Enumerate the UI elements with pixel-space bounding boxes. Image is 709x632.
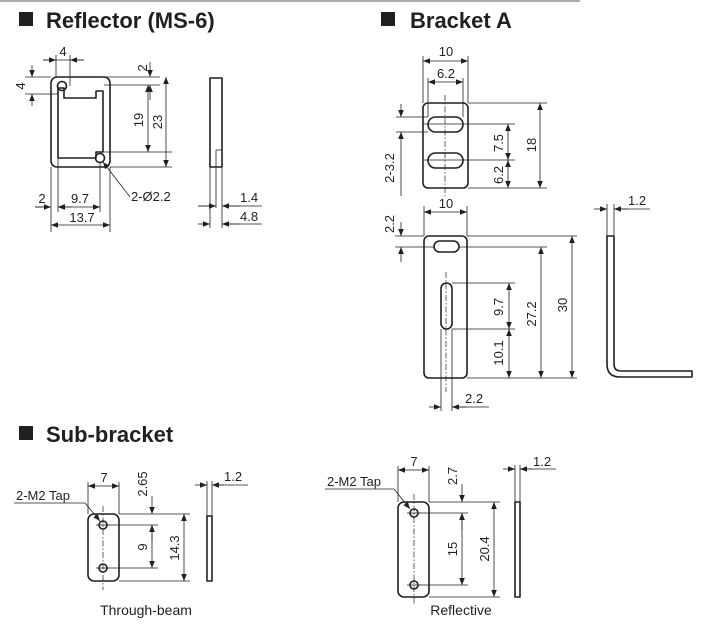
caption-through-beam: Through-beam — [100, 602, 192, 618]
bracket-a-slot-lower — [427, 152, 464, 169]
dim-reflector-outer-height: 23 — [150, 115, 165, 129]
dim-reflective-height: 20.4 — [477, 536, 492, 561]
dim-reflector-left-height: 4 — [13, 82, 28, 89]
dim-reflector-left-margin: 2 — [38, 191, 45, 206]
reflector-title: Reflector (MS-6) — [46, 8, 215, 33]
bracket-a-section: Bracket A 10 6.2 7.5 6.2 — [381, 8, 693, 411]
dim-reflector-inner-width: 9.7 — [71, 191, 89, 206]
through-beam-group: 7 2.65 9 14.3 2-M2 Tap — [14, 469, 248, 618]
reflector-hole-bottom — [94, 152, 106, 164]
reflector-hole-top — [56, 80, 68, 92]
bracket-a-slot-upper — [427, 116, 464, 133]
dim-bracket-a-front-width: 10 — [439, 44, 453, 59]
bracket-a-side-view — [423, 235, 468, 392]
dim-bracket-a-slot-width: 2-3.2 — [382, 153, 397, 183]
dim-through-beam-width: 7 — [100, 470, 107, 485]
dim-reflective-width: 7 — [410, 454, 417, 469]
dim-reflective-pitch: 15 — [445, 542, 460, 556]
bracket-a-l-profile — [606, 235, 693, 378]
reflector-front-view — [50, 76, 111, 168]
dim-reflector-side-thin: 1.4 — [240, 190, 258, 205]
dim-bracket-a-side-width: 10 — [439, 196, 453, 211]
label-reflective-tap: 2-M2 Tap — [327, 474, 381, 489]
bracket-a-side-slot-vertical — [440, 282, 453, 330]
dim-reflector-inner-height: 19 — [131, 113, 146, 127]
dim-bracket-a-total-height: 30 — [555, 298, 570, 312]
dim-reflector-side-thick: 4.8 — [240, 209, 258, 224]
dim-through-beam-top: 2.65 — [135, 471, 150, 496]
dim-reflector-outer-width: 13.7 — [69, 210, 94, 225]
dim-bracket-a-side-height: 27.2 — [524, 301, 539, 326]
dim-bracket-a-slot-offset: 2.2 — [465, 391, 483, 406]
reflective-group: 7 2.7 15 20.4 2-M2 Tap — [325, 454, 556, 618]
reflector-section: Reflector (MS-6) 4 4 2 19 — [13, 8, 262, 232]
dim-reflective-thickness: 1.2 — [533, 454, 551, 469]
section-marker-bracket-a — [381, 12, 395, 26]
reflector-side-view — [209, 77, 223, 168]
dim-bracket-a-thickness: 1.2 — [628, 193, 646, 208]
caption-reflective: Reflective — [430, 602, 492, 618]
bracket-a-side-slot-top — [433, 240, 460, 253]
dim-bracket-a-side-top: 2.2 — [382, 215, 397, 233]
dim-bracket-a-slot-length: 9.7 — [491, 298, 506, 316]
through-beam-side-view — [206, 515, 213, 582]
dim-bracket-a-slot-lower: 10.1 — [491, 340, 506, 365]
reflective-side-view — [514, 501, 521, 598]
label-through-beam-tap: 2-M2 Tap — [16, 488, 70, 503]
reflective-plate — [397, 494, 430, 605]
dim-reflector-top-gap: 2 — [135, 64, 150, 71]
dim-through-beam-thickness: 1.2 — [224, 469, 242, 484]
dim-bracket-a-slot-span: 6.2 — [437, 66, 455, 81]
dim-bracket-a-slot-pitch: 7.5 — [491, 134, 506, 152]
dim-through-beam-pitch: 9 — [135, 543, 150, 550]
dim-bracket-a-slot-bottom: 6.2 — [491, 166, 506, 184]
dim-through-beam-height: 14.3 — [167, 535, 182, 560]
dim-reflective-top: 2.7 — [445, 467, 460, 485]
through-beam-plate — [87, 506, 120, 590]
section-marker-reflector — [19, 12, 33, 26]
sub-bracket-section: Sub-bracket 7 2.65 — [14, 422, 556, 618]
bracket-a-front-view — [422, 95, 469, 196]
bracket-a-title: Bracket A — [410, 8, 512, 33]
label-reflector-holes: 2-Ø2.2 — [131, 189, 171, 204]
sub-bracket-title: Sub-bracket — [46, 422, 174, 447]
dim-bracket-a-front-height: 18 — [524, 138, 539, 152]
section-marker-sub-bracket — [19, 426, 33, 440]
dim-reflector-top-width: 4 — [59, 44, 66, 59]
